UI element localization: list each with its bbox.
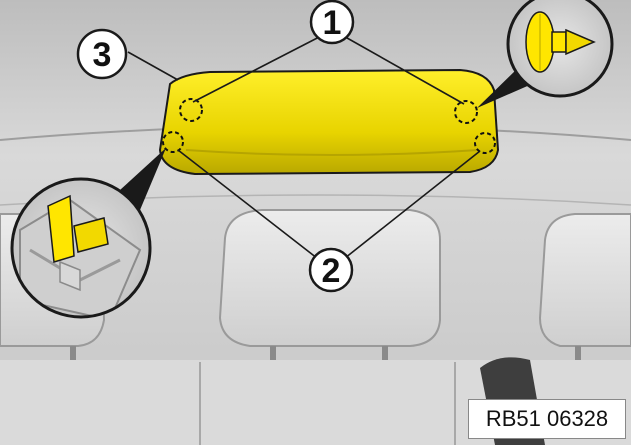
zoom-detail-left <box>10 177 152 319</box>
shelf-crease <box>185 149 479 156</box>
callout-1: 1 <box>309 0 355 45</box>
reference-code: RB51 06328 <box>468 399 626 439</box>
seat-seams <box>199 362 456 445</box>
zoom-pointer-left <box>120 148 166 210</box>
headrest-post <box>575 346 581 360</box>
clip-marker-upper-left <box>179 98 203 122</box>
rear-shelf-part-3 <box>158 68 500 176</box>
callout-2: 2 <box>308 247 354 293</box>
headrest-post <box>70 346 76 360</box>
callout-3: 3 <box>76 28 128 80</box>
clip-marker-lower-right <box>474 132 496 154</box>
headrest-post <box>382 346 388 362</box>
clip-marker-lower-left <box>162 131 184 153</box>
callout-3-label: 3 <box>93 36 112 74</box>
clip-marker-upper-right <box>454 100 478 124</box>
headrest-post <box>270 346 276 362</box>
callout-2-label: 2 <box>322 252 341 290</box>
callout-1-label: 1 <box>323 4 342 42</box>
headrest-right <box>538 213 631 347</box>
leader-lines <box>127 33 481 263</box>
zoom-detail-right <box>506 0 614 98</box>
